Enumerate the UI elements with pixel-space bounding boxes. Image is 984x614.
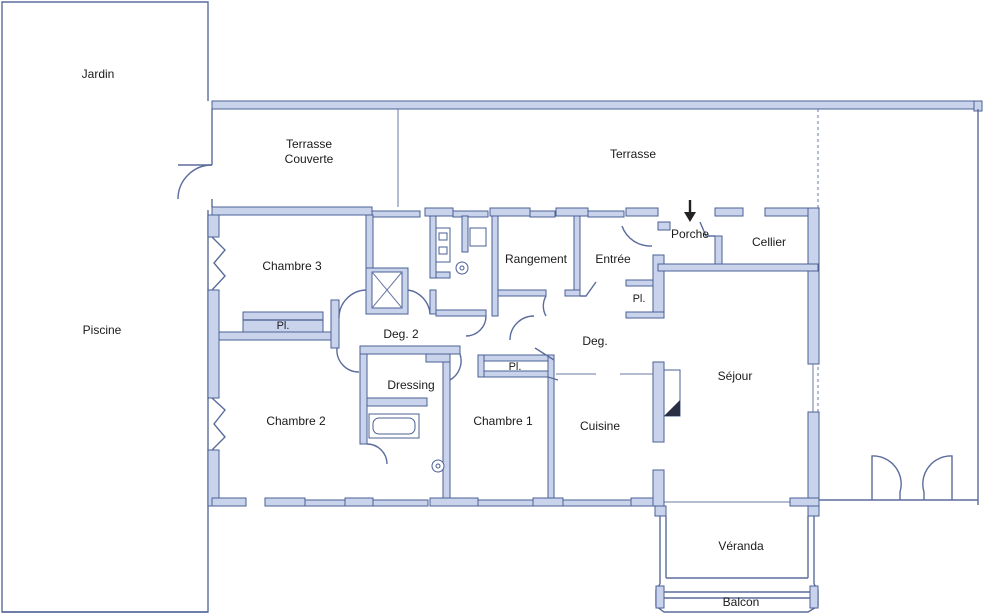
room-label-dressing: Dressing	[387, 378, 435, 392]
exterior-walls	[207, 206, 820, 507]
room-label-terrasse-couverte-line2: Couverte	[284, 152, 334, 166]
room-label-porche: Porche	[670, 227, 710, 241]
room-label-entree: Entrée	[595, 252, 631, 266]
terrace-french-doors	[819, 455, 978, 501]
room-label-terrasse-couverte-line1: Terrasse	[285, 137, 333, 151]
room-label-rangement: Rangement	[504, 252, 568, 266]
room-label-chambre-3: Chambre 3	[262, 259, 322, 273]
interior-walls	[218, 214, 820, 613]
placard-label-chambre-1: Pl.	[508, 361, 522, 373]
garden-door	[177, 164, 213, 200]
room-label-chambre-1: Chambre 1	[473, 414, 533, 428]
room-label-sejour: Séjour	[717, 369, 753, 383]
room-label-jardin: Jardin	[81, 67, 115, 81]
french-doors	[211, 236, 226, 451]
room-label-chambre-2: Chambre 2	[266, 414, 326, 428]
room-label-veranda: Véranda	[718, 539, 764, 553]
room-label-cuisine: Cuisine	[579, 419, 621, 433]
door-swings	[336, 221, 715, 465]
room-label-terrasse: Terrasse	[609, 147, 657, 161]
jardin-piscine-outline	[1, 1, 209, 613]
room-label-deg: Deg.	[582, 334, 608, 348]
room-label-piscine: Piscine	[82, 323, 122, 337]
placard-label-chambre-3: Pl.	[276, 320, 290, 332]
room-label-cellier: Cellier	[751, 235, 787, 249]
room-label-deg-2: Deg. 2	[383, 327, 419, 341]
room-label-balcon: Balcon	[722, 595, 760, 609]
placard-label-entree: Pl.	[632, 293, 646, 305]
entry-arrow-icon	[684, 200, 696, 222]
